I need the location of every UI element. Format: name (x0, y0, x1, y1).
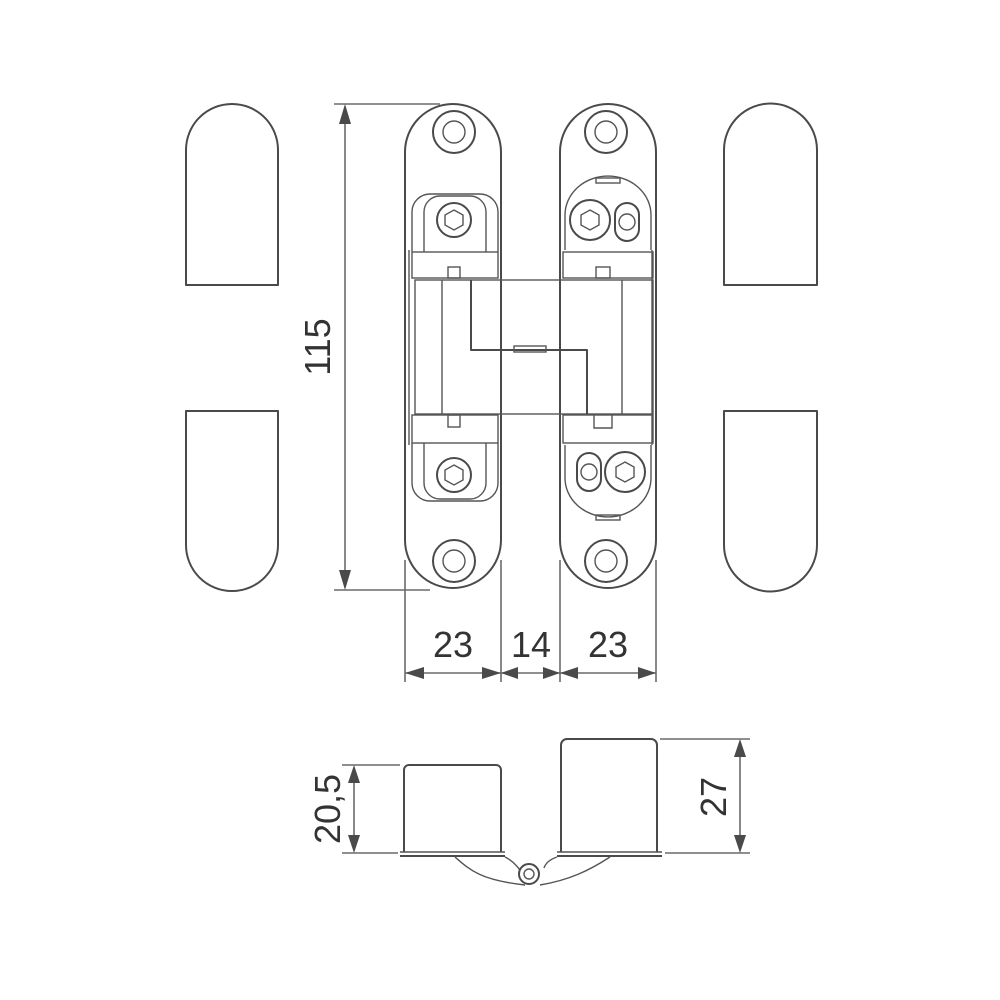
hinge-plate-right (559, 103, 657, 589)
dimension-left-width-label: 23 (433, 624, 473, 665)
dimension-height: 115 (297, 103, 440, 591)
dimension-right-width-label: 23 (588, 624, 628, 665)
dimension-left-depth-label: 20,5 (307, 774, 348, 844)
dimension-height-label: 115 (297, 318, 338, 375)
hinge-plate-left (404, 103, 502, 589)
hinge-arm (414, 279, 654, 415)
cover-cap-top-right (723, 102, 818, 286)
dimension-right-depth-label: 27 (693, 777, 734, 817)
dimension-right-depth: 27 (660, 738, 750, 854)
dimension-gap-label: 14 (511, 624, 551, 665)
side-view (400, 738, 662, 886)
cover-cap-top-left (185, 103, 279, 286)
cover-cap-bottom-left (185, 410, 279, 592)
cover-cap-bottom-right (723, 410, 818, 593)
dimension-left-depth: 20,5 (307, 764, 400, 854)
dimension-widths: 23 14 23 (404, 560, 657, 682)
